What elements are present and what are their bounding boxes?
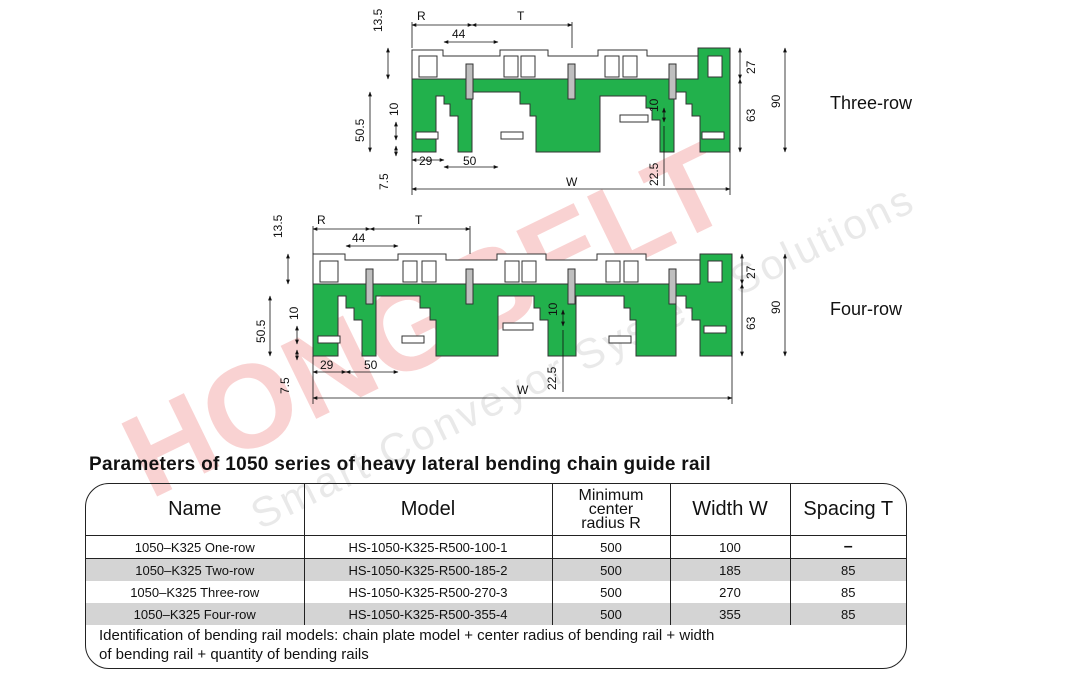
svg-text:27: 27 xyxy=(744,60,758,74)
three-row-top-outline xyxy=(411,49,699,80)
svg-text:7.5: 7.5 xyxy=(278,377,292,394)
svg-text:63: 63 xyxy=(744,316,758,330)
table-title: Parameters of 1050 series of heavy later… xyxy=(89,454,712,475)
svg-text:22.5: 22.5 xyxy=(647,162,661,186)
svg-text:29: 29 xyxy=(320,358,334,372)
parameters-table: Name Model Minimum center radius R Width… xyxy=(86,484,906,625)
svg-text:13.5: 13.5 xyxy=(371,8,385,32)
header-spacing: Spacing T xyxy=(790,484,906,536)
svg-text:50.5: 50.5 xyxy=(254,319,268,343)
table-header-row: Name Model Minimum center radius R Width… xyxy=(86,484,906,536)
four-row-rail xyxy=(312,253,733,357)
svg-text:90: 90 xyxy=(769,300,783,314)
four-row-label: Four-row xyxy=(830,299,903,319)
svg-text:50.5: 50.5 xyxy=(353,118,367,142)
svg-text:10: 10 xyxy=(546,302,560,316)
header-name: Name xyxy=(86,484,305,536)
svg-text:50: 50 xyxy=(463,154,477,168)
svg-text:22.5: 22.5 xyxy=(545,366,559,390)
svg-text:R: R xyxy=(317,213,326,227)
three-row-rail xyxy=(411,47,731,153)
svg-text:50: 50 xyxy=(364,358,378,372)
svg-text:63: 63 xyxy=(744,108,758,122)
svg-text:W: W xyxy=(566,175,578,189)
four-row-dim-labels: 13.5 R T 44 27 63 90 50.5 10 10 29 50 7.… xyxy=(254,213,903,397)
svg-text:90: 90 xyxy=(769,94,783,108)
model-identification-note: Identification of bending rail models: c… xyxy=(99,627,715,663)
svg-text:44: 44 xyxy=(452,27,466,41)
three-row-green-body xyxy=(411,47,731,153)
svg-text:13.5: 13.5 xyxy=(271,214,285,238)
svg-text:T: T xyxy=(517,9,525,23)
svg-text:10: 10 xyxy=(387,102,401,116)
svg-text:R: R xyxy=(417,9,426,23)
header-width: Width W xyxy=(670,484,791,536)
four-row-green-body xyxy=(312,253,733,357)
svg-text:7.5: 7.5 xyxy=(377,173,391,190)
three-row-label: Three-row xyxy=(830,93,913,113)
four-row-dimensions xyxy=(268,226,787,404)
svg-text:27: 27 xyxy=(744,265,758,279)
parameters-table-frame: Name Model Minimum center radius R Width… xyxy=(85,483,907,669)
svg-text:44: 44 xyxy=(352,231,366,245)
three-row-dimensions xyxy=(368,22,787,195)
svg-text:10: 10 xyxy=(647,98,661,112)
svg-text:W: W xyxy=(517,383,529,397)
header-radius: Minimum center radius R xyxy=(552,484,671,536)
svg-text:T: T xyxy=(415,213,423,227)
three-row-dim-labels: 13.5 R T 44 27 63 90 50.5 10 10 29 50 7.… xyxy=(353,8,913,190)
svg-text:29: 29 xyxy=(419,154,433,168)
svg-text:10: 10 xyxy=(287,306,301,320)
header-model: Model xyxy=(304,484,553,536)
